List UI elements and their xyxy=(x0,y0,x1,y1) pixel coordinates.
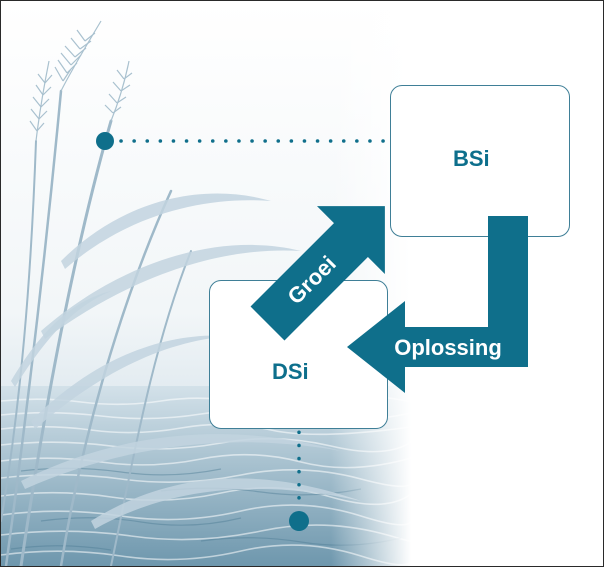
connector-top xyxy=(96,132,433,150)
solution-arrow-label: Oplossing xyxy=(394,335,502,360)
bsi-box: BSi xyxy=(390,85,570,237)
bsi-label: BSi xyxy=(453,146,490,171)
connector-bottom xyxy=(289,391,309,531)
connector-dot-bottom xyxy=(289,511,309,531)
reed-plumes xyxy=(29,20,133,142)
solution-arrow: Oplossing xyxy=(347,216,528,393)
dsi-label: DSi xyxy=(272,359,309,384)
connector-dot-top xyxy=(96,132,114,150)
reed-leaves xyxy=(11,193,361,529)
